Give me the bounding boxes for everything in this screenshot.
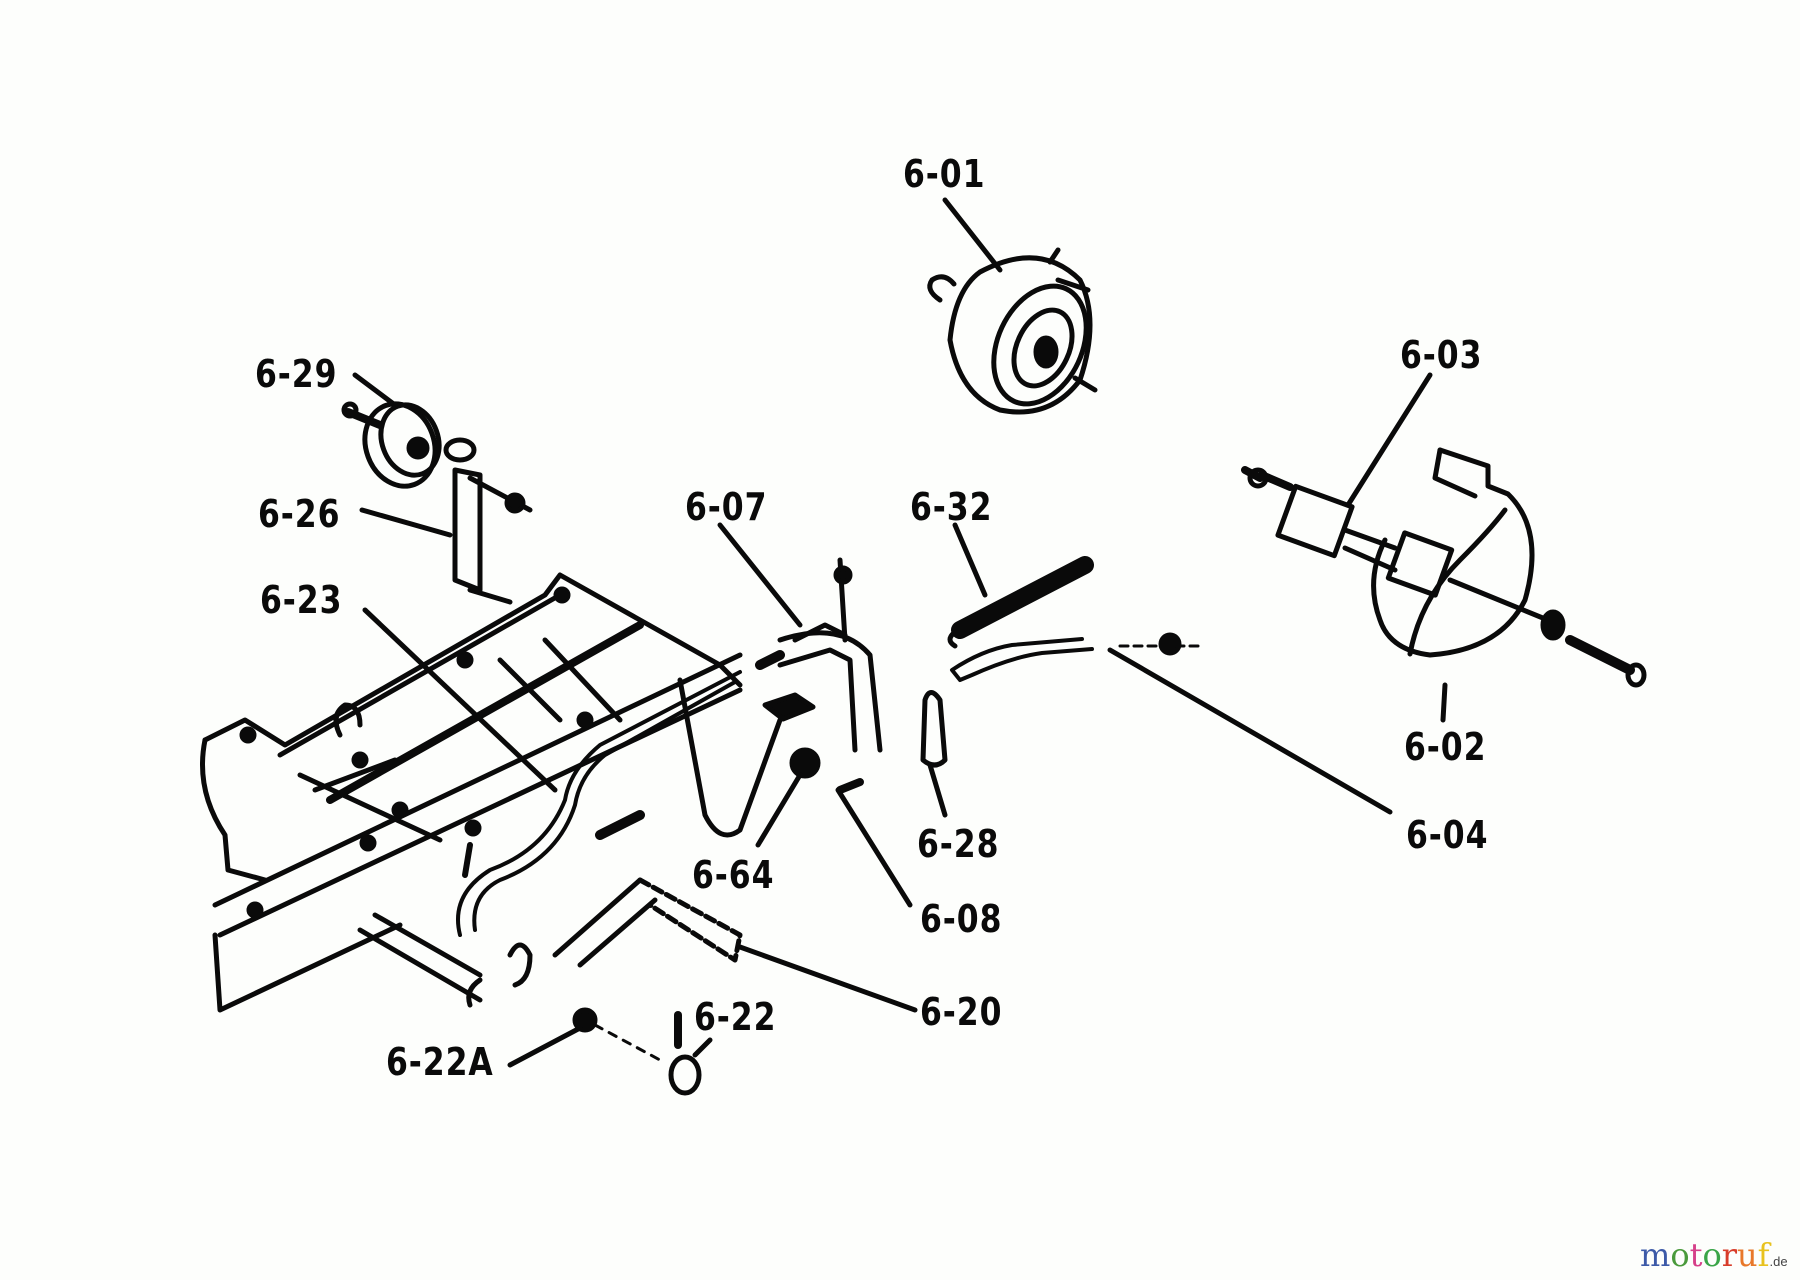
- brake-band-part: [1241, 447, 1647, 688]
- rod-part: [950, 632, 1202, 682]
- watermark-letter: m: [1640, 1236, 1671, 1274]
- label-6-26: 6-26: [258, 492, 341, 536]
- leader-6-28: [927, 762, 948, 818]
- leader-6-29: [352, 372, 398, 408]
- leader-6-02: [1440, 682, 1448, 723]
- leader-6-04: [1107, 647, 1393, 815]
- leader-6-23: [362, 607, 558, 793]
- watermark-letter: r: [1721, 1236, 1738, 1274]
- label-6-32: 6-32: [910, 485, 993, 529]
- spring-part: [947, 556, 1094, 649]
- frame-part: [200, 572, 783, 1013]
- watermark-letter: u: [1737, 1236, 1758, 1274]
- label-6-03: 6-03: [1400, 333, 1483, 377]
- leader-6-03: [1345, 372, 1433, 508]
- label-6-07: 6-07: [685, 485, 768, 529]
- label-6-22A: 6-22A: [386, 1040, 494, 1084]
- leader-6-20: [737, 944, 918, 1013]
- pulley-part: [927, 247, 1098, 415]
- idler-part: [341, 401, 533, 605]
- watermark-letter: f: [1757, 1236, 1770, 1274]
- label-6-28: 6-28: [917, 822, 1000, 866]
- label-6-64: 6-64: [692, 853, 775, 897]
- leader-6-01: [942, 197, 1003, 273]
- label-6-23: 6-23: [260, 578, 343, 622]
- label-6-22: 6-22: [694, 995, 777, 1039]
- watermark-letter: o: [1670, 1236, 1690, 1274]
- leader-6-22A: [507, 1025, 583, 1068]
- leader-6-64: [755, 772, 803, 848]
- watermark-letters: motoruf: [1640, 1236, 1769, 1274]
- label-6-29: 6-29: [255, 352, 338, 396]
- leader-6-26: [359, 507, 453, 538]
- label-6-02: 6-02: [1404, 725, 1487, 769]
- leader-6-07: [717, 522, 803, 628]
- leader-6-08: [835, 787, 913, 908]
- pedal-shaft-part: [357, 877, 743, 1008]
- label-6-08: 6-08: [920, 897, 1003, 941]
- watermark-letter: o: [1702, 1236, 1722, 1274]
- motoruf-watermark-logo: motoruf.de: [1640, 1236, 1788, 1274]
- watermark-letter: t: [1689, 1236, 1703, 1274]
- label-6-04: 6-04: [1406, 813, 1489, 857]
- watermark-tld: .de: [1769, 1254, 1788, 1269]
- leader-6-32: [952, 522, 988, 598]
- label-6-01: 6-01: [903, 152, 986, 196]
- label-6-20: 6-20: [920, 990, 1003, 1034]
- brake-arm-part: [755, 557, 948, 794]
- collar-part: [572, 1007, 713, 1096]
